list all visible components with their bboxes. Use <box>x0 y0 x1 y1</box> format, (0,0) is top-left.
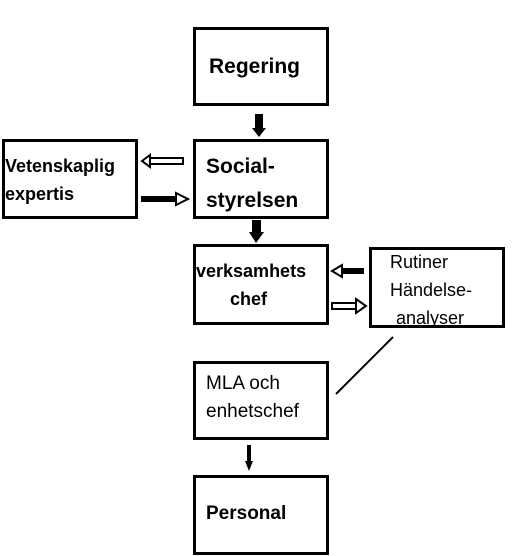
label-rutiner-line2: Händelse- <box>390 280 473 300</box>
label-regering: Regering <box>209 55 301 78</box>
node-mla-enhetschef <box>193 361 329 440</box>
label-mla-line1: MLA och <box>206 373 280 394</box>
node-verksamhetschef <box>193 244 329 325</box>
arrow-rutiner-to-verksamhetschef <box>330 263 364 279</box>
arrow-verksamhetschef-to-rutiner <box>331 297 368 315</box>
label-verksamhet-line1: verksamhets <box>196 261 307 281</box>
node-socialstyrelsen <box>193 139 329 219</box>
node-regering <box>193 27 329 106</box>
label-socialstyrelsen: Social- styrelsen <box>206 150 298 218</box>
label-socialstyrelsen-line1: Social- <box>206 155 275 178</box>
label-mla-enhetschef: MLA och enhetschef <box>206 370 299 426</box>
label-vetenskaplig-line2: expertis <box>5 184 75 204</box>
label-socialstyrelsen-line2: styrelsen <box>206 189 299 212</box>
arrow-socialstyrelsen-to-vetenskaplig <box>140 153 184 169</box>
label-mla-line2: enhetschef <box>206 401 299 422</box>
label-verksamhet-line2: chef <box>230 289 268 309</box>
arrow-mla-to-personal <box>245 445 253 471</box>
label-verksamhetschef: verksamhets chef <box>196 257 306 313</box>
line-rutiner-to-mla <box>335 336 394 395</box>
label-personal: Personal <box>206 503 287 524</box>
arrow-vetenskaplig-to-socialstyrelsen <box>141 191 191 207</box>
label-rutiner-handelseanalyser: Rutiner Händelse- analyser <box>377 248 497 332</box>
arrow-regering-to-socialstyrelsen <box>252 114 266 137</box>
node-personal <box>193 475 329 555</box>
label-rutiner-line1: Rutiner <box>390 252 449 272</box>
label-vetenskaplig-expertis: Vetenskaplig expertis <box>5 152 115 208</box>
arrow-socialstyrelsen-to-verksamhetschef <box>249 220 264 243</box>
label-vetenskaplig-line1: Vetenskaplig <box>5 156 116 176</box>
node-rutiner-handelseanalyser <box>369 247 505 328</box>
node-vetenskaplig-expertis <box>2 139 138 219</box>
label-rutiner-line3: analyser <box>396 308 465 328</box>
